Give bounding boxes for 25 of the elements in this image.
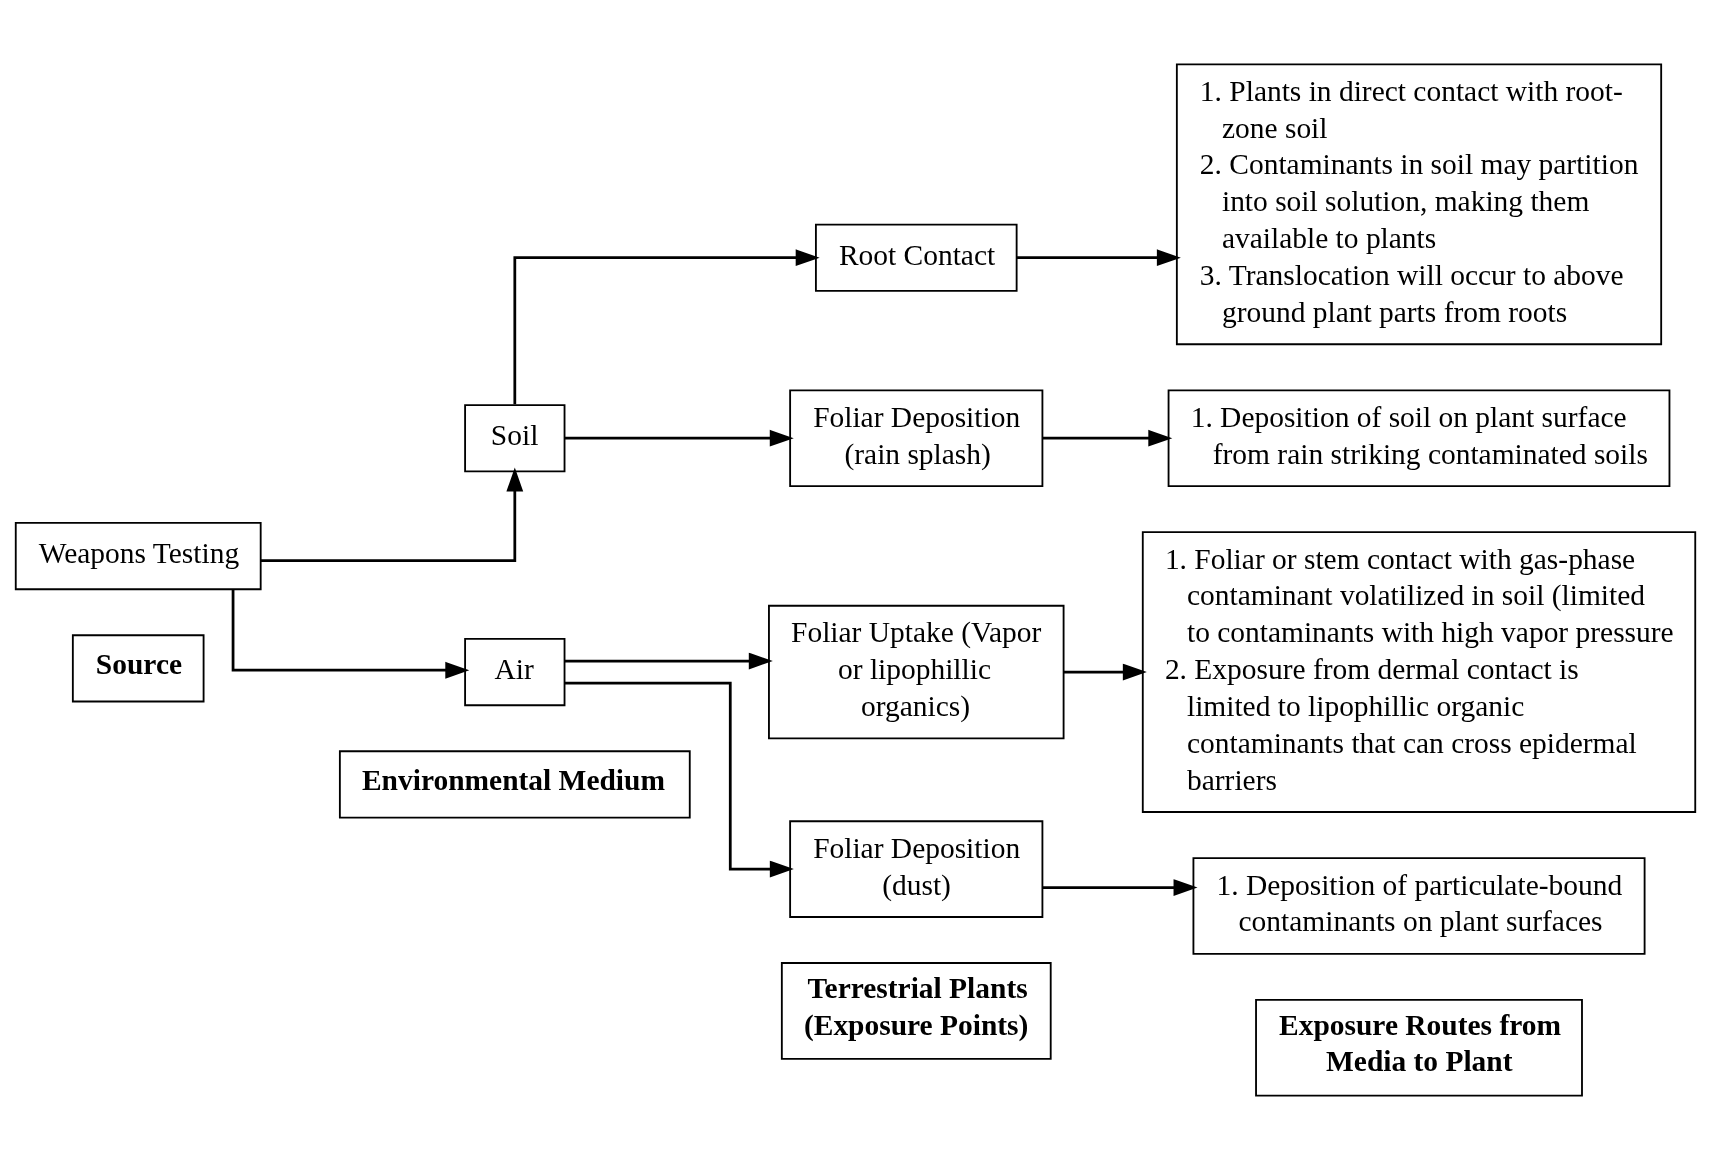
node-box: Exposure Routes from Media to Plant — [1255, 998, 1583, 1097]
arrow — [513, 248, 820, 404]
node-box: Environmental Medium — [338, 749, 691, 818]
node-box: 1. Foliar or stem contact with gas-phase contaminant volatilized in soil (limited to contaminants with high vapor pressure 2. Exposure from dermal contact is limited to lipophillic organic contaminants that can cross epidermal barriers — [1141, 530, 1697, 813]
arrow — [564, 429, 794, 447]
arrow — [231, 589, 470, 679]
node-box: Air — [464, 637, 566, 706]
node-box: 1. Deposition of soil on plant surface from rain striking contaminated soils — [1167, 388, 1671, 487]
node-box: Foliar Deposition (dust) — [789, 819, 1044, 918]
arrow — [1016, 248, 1181, 266]
node-box: Foliar Deposition (rain splash) — [789, 388, 1044, 487]
node-box: Source — [71, 633, 205, 702]
node-box: Foliar Uptake (Vapor or lipophillic organics) — [768, 604, 1065, 739]
arrow — [261, 467, 524, 562]
arrow — [564, 681, 794, 877]
arrow — [1042, 878, 1198, 896]
node-box: 1. Plants in direct contact with root-zone soil 2. Contaminants in soil may partition into soil solution, making them available to plants 3. Translocation will occur to above ground plant parts from roots — [1175, 62, 1663, 345]
node-box: Soil — [464, 403, 566, 472]
node-box: 1. Deposition of particulate-bound contaminants on plant surfaces — [1192, 856, 1646, 955]
node-box: Root Contact — [815, 223, 1018, 292]
node-box: Weapons Testing — [14, 521, 262, 590]
arrow — [1042, 429, 1173, 447]
node-box: Terrestrial Plants (Exposure Points) — [780, 961, 1052, 1060]
arrow — [1063, 663, 1147, 680]
arrow — [564, 652, 773, 669]
